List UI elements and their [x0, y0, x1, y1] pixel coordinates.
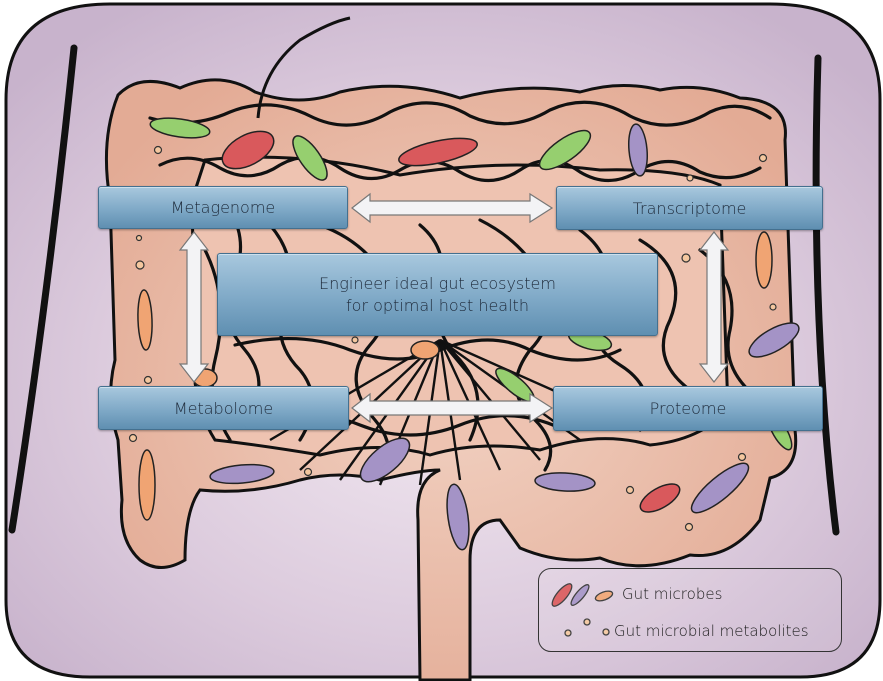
transcriptome-label: Transcriptome — [633, 199, 747, 218]
metabolome-label: Metabolome — [174, 399, 273, 418]
metabolome-box: Metabolome — [98, 386, 349, 430]
center-goal-box: Engineer ideal gut ecosystem for optimal… — [217, 253, 658, 336]
proteome-box: Proteome — [553, 386, 823, 431]
metagenome-box: Metagenome — [98, 186, 348, 229]
legend-label-microbes: Gut microbes — [622, 585, 722, 603]
transcriptome-box: Transcriptome — [556, 186, 823, 230]
microbe-icon — [411, 341, 439, 359]
microbe-icon — [756, 232, 772, 288]
center-goal-line2: for optimal host health — [346, 295, 529, 317]
metagenome-label: Metagenome — [171, 198, 276, 217]
proteome-label: Proteome — [650, 399, 727, 418]
center-goal-line1: Engineer ideal gut ecosystem — [319, 273, 556, 295]
microbe-icon — [139, 450, 155, 520]
legend-label-metabolites: Gut microbial metabolites — [614, 622, 809, 640]
